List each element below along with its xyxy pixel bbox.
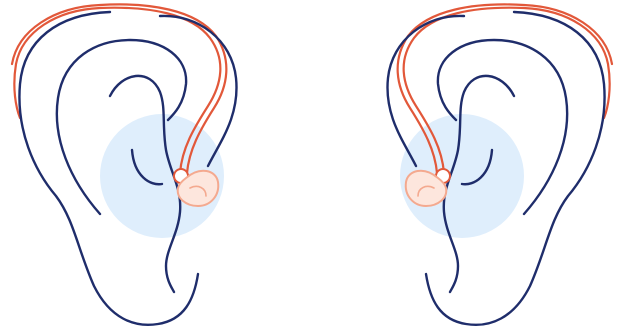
left-ear-figure <box>12 4 237 324</box>
right-ear-figure <box>387 4 612 324</box>
